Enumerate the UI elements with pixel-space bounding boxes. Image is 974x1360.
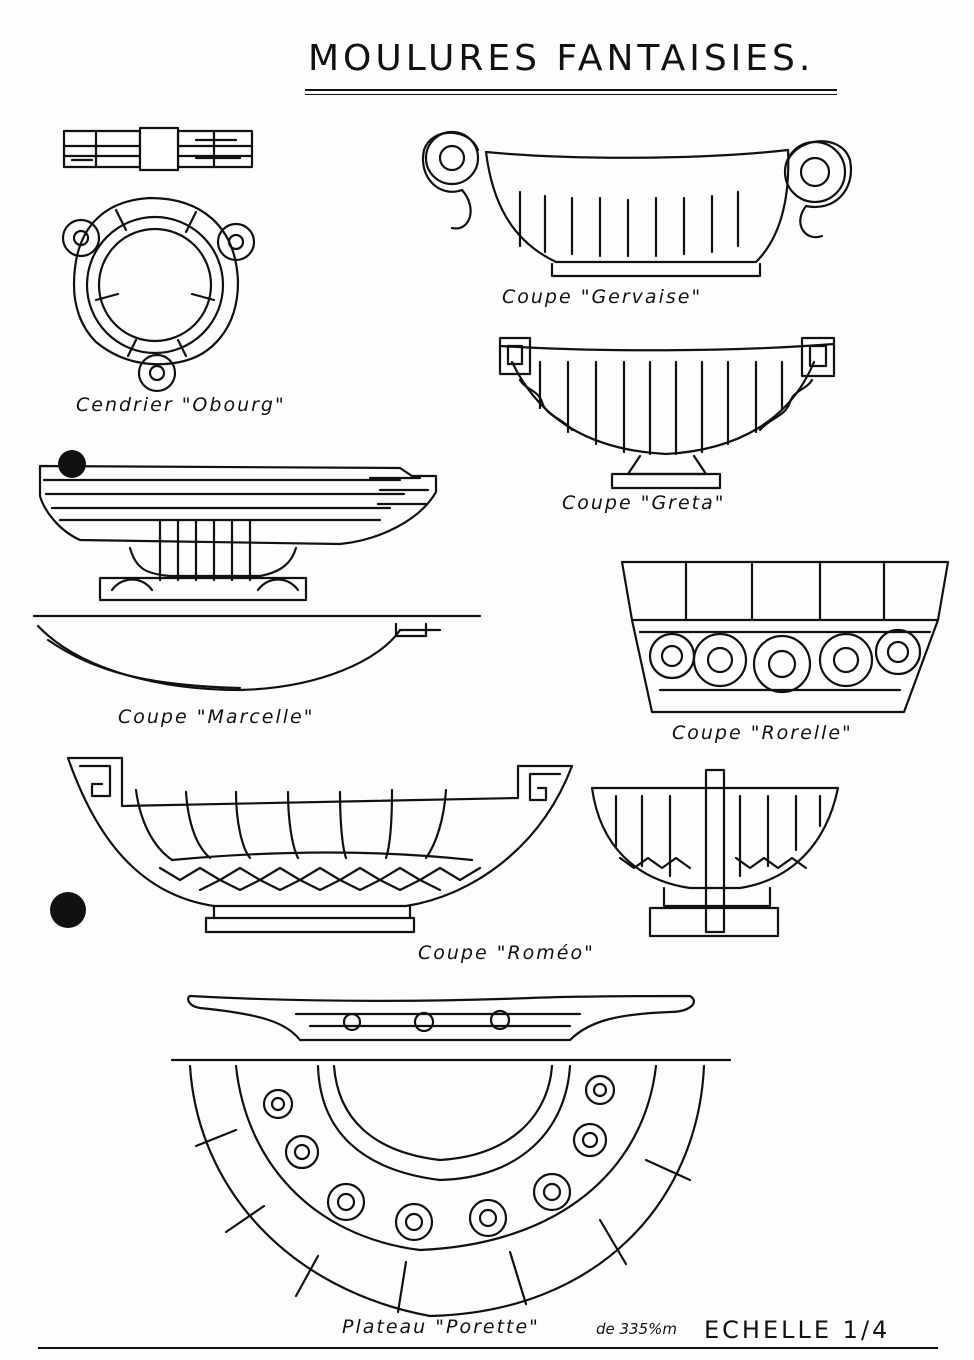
title-underline-2	[305, 94, 837, 95]
caption-plateau: Plateau "Porette"	[342, 1316, 540, 1338]
romeo-large-drawing	[66, 756, 574, 934]
caption-gervaise: Coupe "Gervaise"	[502, 286, 703, 308]
caption-marcelle: Coupe "Marcelle"	[118, 706, 315, 728]
obourg-profile-drawing	[62, 126, 254, 172]
greta-drawing	[498, 336, 836, 490]
caption-romeo: Coupe "Roméo"	[418, 942, 595, 964]
caption-obourg: Cendrier "Obourg"	[76, 394, 286, 416]
sheet-title: MOULURES FANTAISIES.	[308, 38, 815, 79]
obourg-top-drawing	[61, 196, 256, 393]
caption-rorelle: Coupe "Rorelle"	[672, 722, 853, 744]
marcelle-drawing	[32, 464, 482, 692]
rorelle-drawing	[620, 560, 950, 714]
caption-greta: Coupe "Greta"	[562, 492, 726, 514]
scale-label: ECHELLE 1/4	[704, 1316, 891, 1344]
bottom-rule	[38, 1347, 938, 1349]
porette-profile-drawing	[187, 994, 695, 1042]
title-underline	[305, 89, 837, 91]
porette-top-drawing	[170, 1058, 732, 1318]
caption-plateau-size: de 335%m	[596, 1320, 678, 1338]
romeo-small-drawing	[590, 768, 840, 938]
gervaise-drawing	[421, 130, 853, 278]
